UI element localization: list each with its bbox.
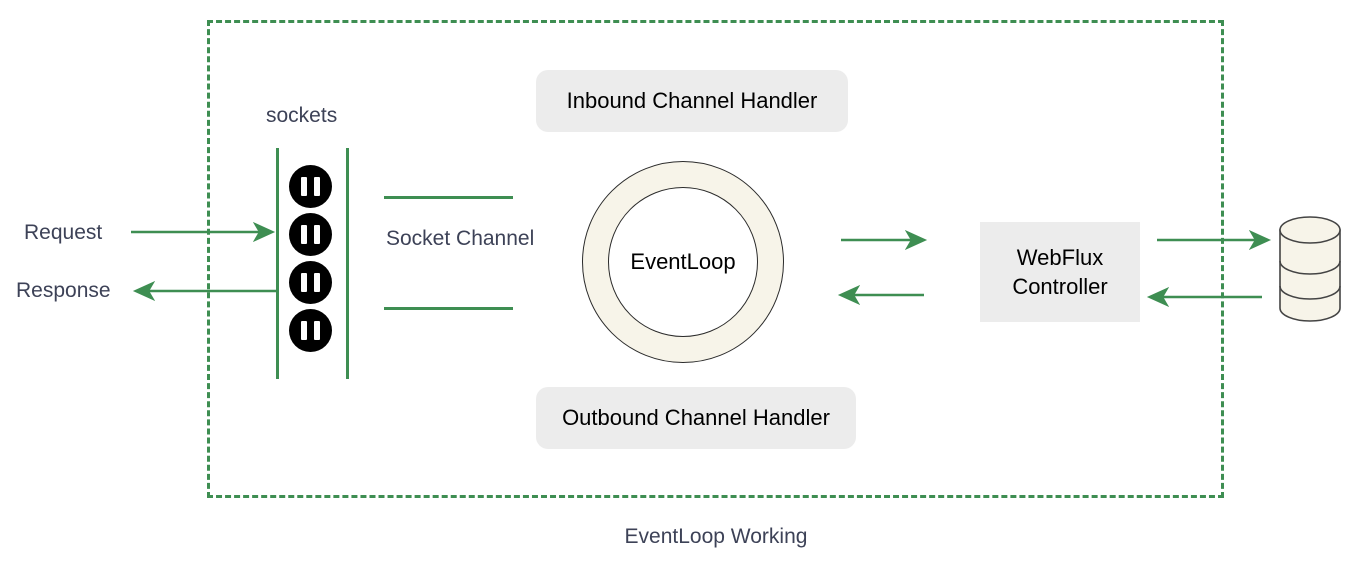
inbound-channel-handler-label: Inbound Channel Handler — [566, 88, 818, 113]
webflux-controller-label-line2: Controller — [1012, 274, 1108, 299]
eventloop-boundary-box — [207, 20, 1224, 498]
socket-prong-left — [301, 177, 307, 196]
socket-outlet-icon — [289, 165, 332, 208]
request-label: Request — [24, 221, 103, 244]
socket-rail-right — [346, 148, 349, 379]
socket-prong-right — [314, 177, 320, 196]
socket-prong-left — [301, 225, 307, 244]
sockets-label: sockets — [266, 104, 338, 127]
webflux-controller-box: WebFlux Controller — [980, 222, 1140, 322]
socket-outlet-icon — [289, 213, 332, 256]
eventloop-label: EventLoop — [630, 249, 736, 274]
socket-prong-left — [301, 321, 307, 340]
socket-rail-left — [276, 148, 279, 379]
outbound-channel-handler-box: Outbound Channel Handler — [536, 387, 856, 449]
socket-outlet-icon — [289, 261, 332, 304]
socket-outlet-icon — [289, 309, 332, 352]
socket-prong-left — [301, 273, 307, 292]
diagram-caption: EventLoop Working — [624, 525, 808, 548]
webflux-controller-label-line1: WebFlux — [1016, 245, 1104, 270]
response-label: Response — [16, 279, 111, 302]
socket-channel-top-rule — [384, 196, 513, 199]
socket-channel-bottom-rule — [384, 307, 513, 310]
inbound-channel-handler-box: Inbound Channel Handler — [536, 70, 848, 132]
socket-prong-right — [314, 273, 320, 292]
socket-prong-right — [314, 321, 320, 340]
socket-channel-label: Socket Channel — [386, 227, 535, 250]
outbound-channel-handler-label: Outbound Channel Handler — [562, 405, 830, 430]
database-cylinder-icon — [1279, 216, 1341, 322]
socket-prong-right — [314, 225, 320, 244]
eventloop-inner-circle: EventLoop — [608, 187, 758, 337]
